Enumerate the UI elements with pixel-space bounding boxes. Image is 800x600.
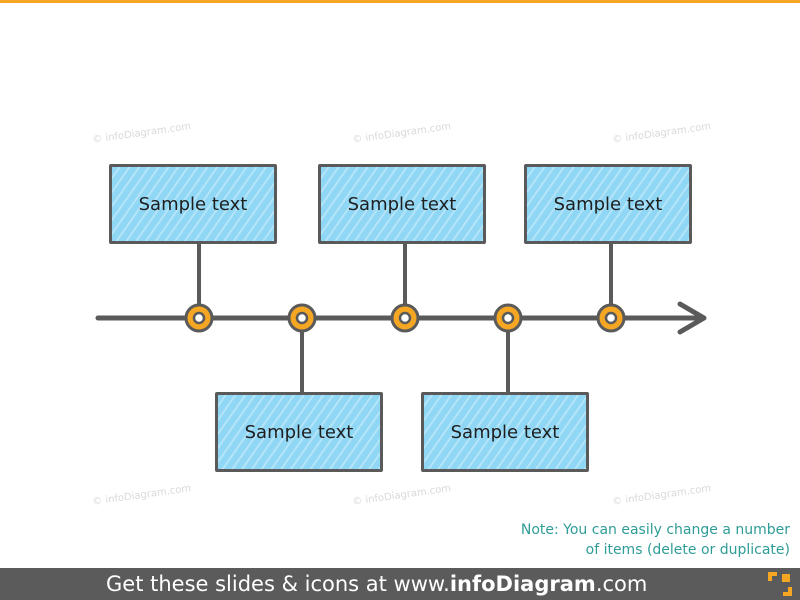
timeline-marker [390, 303, 420, 333]
timeline-marker [596, 303, 626, 333]
timeline-box: Sample text [109, 164, 277, 244]
footer-brand: infoDiagram [449, 572, 596, 596]
timeline-box: Sample text [421, 392, 589, 472]
footer-banner: Get these slides & icons at www.infoDiag… [0, 568, 800, 600]
top-accent-rule [0, 0, 800, 3]
timeline-marker [184, 303, 214, 333]
timeline-marker [287, 303, 317, 333]
note-text: Note: You can easily change a number of … [521, 520, 790, 560]
footer-suffix: .com [595, 572, 648, 596]
timeline-marker [493, 303, 523, 333]
timeline-box: Sample text [524, 164, 692, 244]
note-line-1: Note: You can easily change a number [520, 522, 790, 538]
timeline-box: Sample text [215, 392, 383, 472]
footer-prefix: Get these slides & icons at www. [106, 572, 450, 596]
note-line-2: of items (delete or duplicate) [585, 542, 790, 558]
timeline-box: Sample text [318, 164, 486, 244]
timeline-arrow-head [677, 301, 707, 335]
brand-mark-icon [768, 572, 792, 596]
